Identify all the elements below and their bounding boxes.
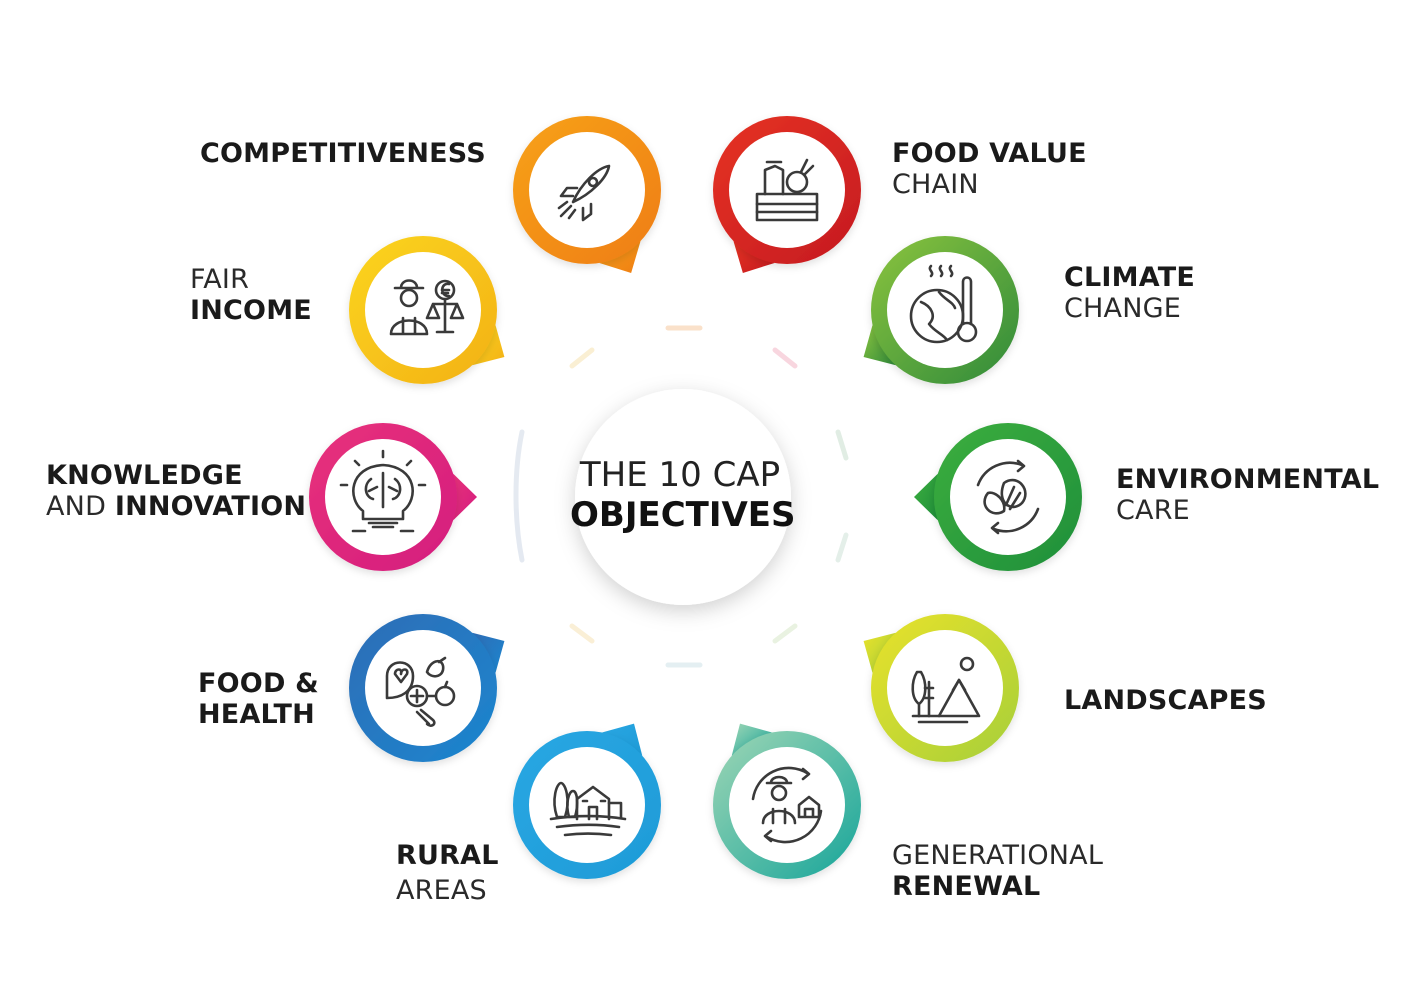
badge-food-value-chain bbox=[713, 116, 861, 273]
label-knowledge-innovation-line1: KNOWLEDGE bbox=[46, 460, 243, 491]
label-generational-renewal: GENERATIONAL RENEWAL bbox=[892, 840, 1103, 902]
label-knowledge-innovation-line2b: INNOVATION bbox=[114, 491, 307, 522]
label-generational-renewal-line1: GENERATIONAL bbox=[892, 840, 1104, 871]
badge-inner bbox=[529, 747, 645, 863]
label-food-health-line2: HEALTH bbox=[198, 699, 315, 730]
rocket-icon bbox=[557, 164, 611, 222]
center-title: THE 10 CAP OBJECTIVES bbox=[570, 455, 796, 535]
label-landscapes: LANDSCAPES bbox=[1064, 685, 1267, 716]
label-food-value-chain-line1: FOOD VALUE bbox=[892, 138, 1087, 169]
label-generational-renewal-line2: RENEWAL bbox=[892, 871, 1041, 902]
badge-competitiveness bbox=[513, 116, 661, 273]
lightbulb-brain-icon bbox=[339, 449, 427, 533]
badge-landscapes bbox=[863, 614, 1019, 762]
badge-inner bbox=[950, 439, 1066, 555]
farmhouse-field-icon bbox=[549, 781, 627, 837]
label-rural-areas-line2: AREAS bbox=[396, 875, 487, 906]
label-food-health-line1: FOOD & bbox=[198, 668, 319, 699]
label-climate-change-line1: CLIMATE bbox=[1064, 262, 1195, 293]
badge-inner bbox=[887, 252, 1003, 368]
tree-mountain-icon bbox=[911, 656, 981, 724]
label-environmental-care-line1: ENVIRONMENTAL bbox=[1116, 464, 1380, 495]
badge-inner bbox=[887, 630, 1003, 746]
label-climate-change: CLIMATE CHANGE bbox=[1064, 262, 1195, 324]
label-landscapes-line1: LANDSCAPES bbox=[1064, 685, 1267, 716]
label-fair-income-line2: INCOME bbox=[190, 295, 312, 326]
label-fair-income: FAIR INCOME bbox=[190, 264, 312, 326]
globe-thermometer-icon bbox=[909, 264, 978, 344]
label-fair-income-line1: FAIR bbox=[190, 264, 250, 295]
center-dash-ring bbox=[513, 325, 849, 668]
badge-food-health bbox=[349, 614, 505, 762]
badge-rural-areas bbox=[513, 723, 661, 879]
farmer-scales-icon bbox=[389, 279, 465, 336]
label-food-health: FOOD & HEALTH bbox=[198, 668, 319, 730]
label-knowledge-innovation-line2a: AND bbox=[46, 491, 115, 522]
center-circle bbox=[575, 389, 791, 605]
label-competitiveness-line1: COMPETITIVENESS bbox=[200, 138, 486, 169]
label-environmental-care-line2: CARE bbox=[1116, 495, 1190, 526]
badge-inner bbox=[729, 747, 845, 863]
label-knowledge-innovation: KNOWLEDGE AND INNOVATION bbox=[46, 460, 306, 522]
badge-environmental-care bbox=[914, 423, 1082, 571]
center-title-line2: OBJECTIVES bbox=[570, 495, 796, 535]
badge-pointer bbox=[914, 473, 938, 521]
badge-fair-income bbox=[349, 236, 505, 384]
label-environmental-care: ENVIRONMENTAL CARE bbox=[1116, 464, 1379, 526]
badge-inner bbox=[729, 132, 845, 248]
food-health-icon bbox=[385, 656, 456, 727]
bee-cycle-icon bbox=[976, 459, 1040, 535]
badge-inner bbox=[529, 132, 645, 248]
farmer-cycle-icon bbox=[751, 766, 823, 844]
badge-climate-change bbox=[863, 236, 1019, 384]
label-competitiveness: COMPETITIVENESS bbox=[200, 138, 486, 169]
label-food-value-chain: FOOD VALUE CHAIN bbox=[892, 138, 1087, 200]
center-title-line1: THE 10 CAP bbox=[579, 455, 781, 495]
produce-crate-icon bbox=[755, 158, 819, 222]
badge-generational-renewal bbox=[713, 723, 861, 879]
label-food-value-chain-line2: CHAIN bbox=[892, 169, 979, 200]
label-rural-areas-line1: RURAL bbox=[396, 840, 499, 871]
label-climate-change-line2: CHANGE bbox=[1064, 293, 1182, 324]
label-rural-areas: RURAL AREAS bbox=[396, 840, 499, 911]
badge-inner bbox=[365, 252, 481, 368]
badge-pointer bbox=[453, 473, 477, 521]
badge-knowledge-innovation bbox=[309, 423, 477, 571]
